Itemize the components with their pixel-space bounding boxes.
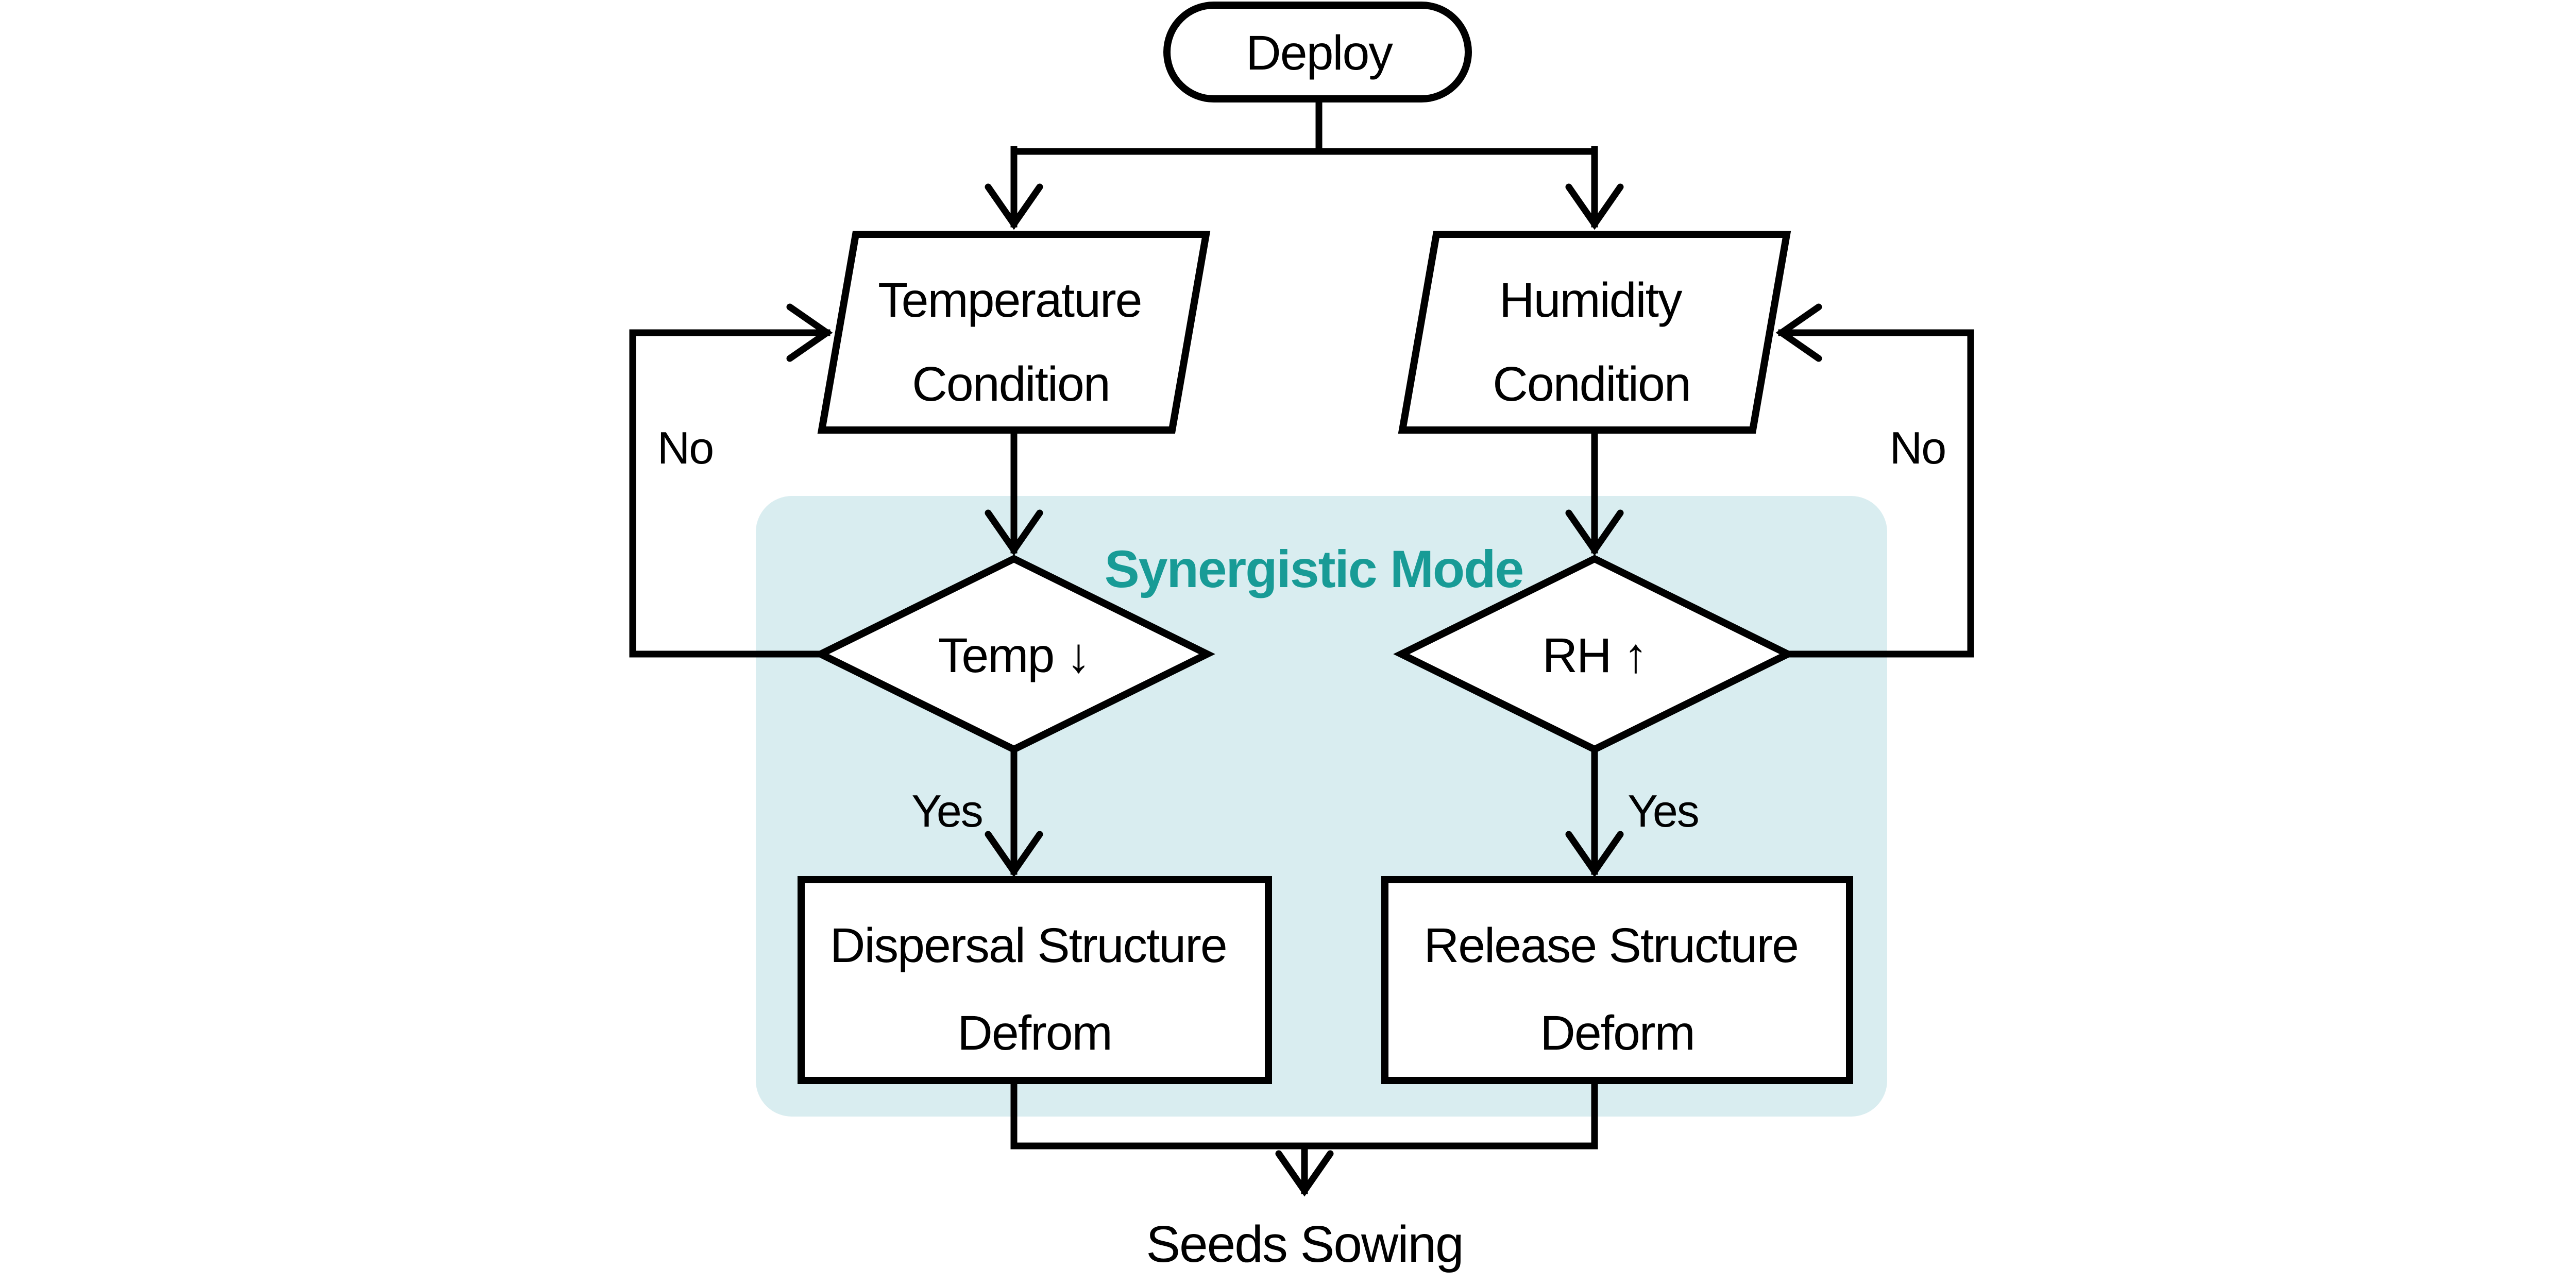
node-release-structure: Release Structure Deform	[1381, 876, 1853, 1084]
humidity-label: Humidity Condition	[1493, 273, 1694, 411]
deploy-stadium-shape	[1163, 2, 1472, 102]
node-rh-decision: RH ↑	[1393, 555, 1796, 753]
rh-decision-label: RH ↑	[1542, 628, 1647, 683]
seeds-sowing-label: Seeds Sowing	[1146, 1215, 1463, 1273]
rh-diamond-shape	[1393, 555, 1796, 753]
synergistic-mode-title: Synergistic Mode	[1105, 540, 1523, 598]
yes-label-left: Yes	[911, 785, 982, 836]
humidity-parallelogram-shape	[1398, 231, 1791, 434]
dispersal-box-shape	[798, 876, 1272, 1084]
release-box-shape	[1381, 876, 1853, 1084]
temperature-label: Temperature Condition	[878, 273, 1154, 411]
no-label-right: No	[1890, 422, 1946, 473]
yes-label-right: Yes	[1628, 785, 1699, 836]
connectors	[629, 94, 1974, 1197]
deploy-label: Deploy	[1246, 26, 1393, 80]
temp-decision-label: Temp ↓	[938, 628, 1090, 683]
node-humidity-condition: Humidity Condition	[1398, 231, 1791, 434]
no-label-left: No	[657, 422, 714, 473]
node-dispersal-structure: Dispersal Structure Defrom	[798, 876, 1272, 1084]
connector-no-loop-right	[1775, 303, 1974, 658]
release-box-label: Release Structure Deform	[1424, 918, 1811, 1060]
temperature-parallelogram-shape	[817, 231, 1211, 434]
connector-no-loop-left	[629, 303, 833, 658]
node-temperature-condition: Temperature Condition	[817, 231, 1211, 434]
dispersal-box-label: Dispersal Structure Defrom	[830, 918, 1239, 1060]
node-deploy: Deploy	[1163, 2, 1472, 102]
temp-diamond-shape	[812, 555, 1215, 753]
node-temp-decision: Temp ↓	[812, 555, 1215, 753]
